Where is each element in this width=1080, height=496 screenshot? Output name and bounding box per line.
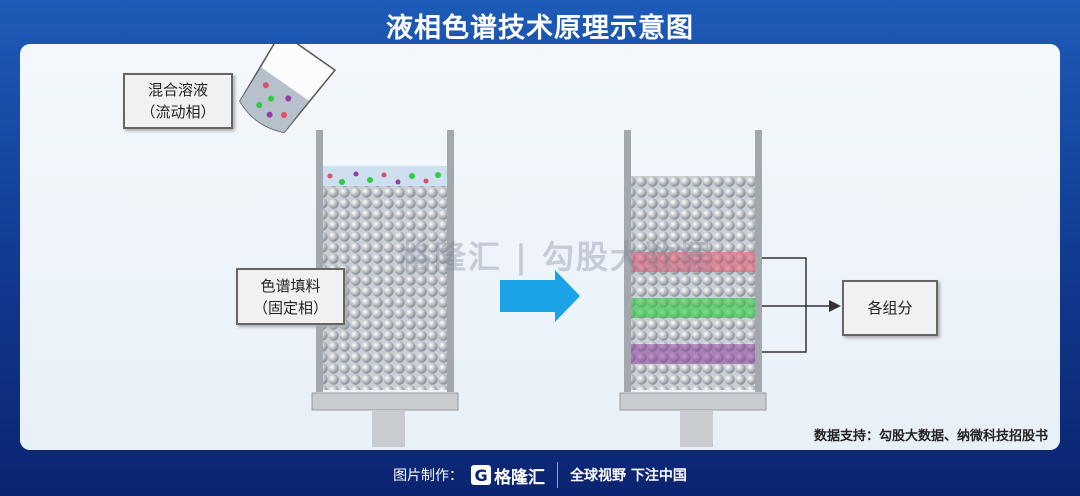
band-purple [631, 344, 755, 364]
divider [557, 462, 559, 488]
components-label: 各组分 [842, 280, 938, 336]
watermark: 格隆汇 | 勾股大数据 [400, 238, 712, 276]
page-title: 液相色谱技术原理示意图 [386, 13, 694, 44]
data-source: 数据支持：勾股大数据、纳微科技招股书 [813, 429, 1048, 444]
slogan: 全球视野 下注中国 [570, 468, 687, 484]
bracket-lines [762, 257, 841, 353]
label-text: 色谱填料 [260, 276, 321, 295]
mobile-phase-label: 混合溶液 （流动相） [123, 73, 233, 129]
brand-name: 格隆汇 [494, 467, 546, 488]
label-text: （流动相） [140, 103, 216, 121]
sample-particles [327, 171, 441, 185]
diagram-panel: 格隆汇 | 勾股大数据 混合溶液 （流动相） 色谱填料 （固定相） 各组分 数据支持… [20, 44, 1060, 450]
band-green [631, 298, 755, 318]
stationary-phase-label: 色谱填料 （固定相） [236, 268, 345, 325]
beaker-icon [239, 44, 337, 134]
band-red [631, 252, 755, 272]
label-text: （固定相） [252, 298, 328, 317]
made-by-label: 图片制作： [393, 468, 464, 484]
column-right [619, 130, 767, 447]
process-arrow-icon [500, 270, 580, 322]
label-text: 混合溶液 [147, 81, 208, 99]
g-logo-icon: G [471, 465, 492, 485]
